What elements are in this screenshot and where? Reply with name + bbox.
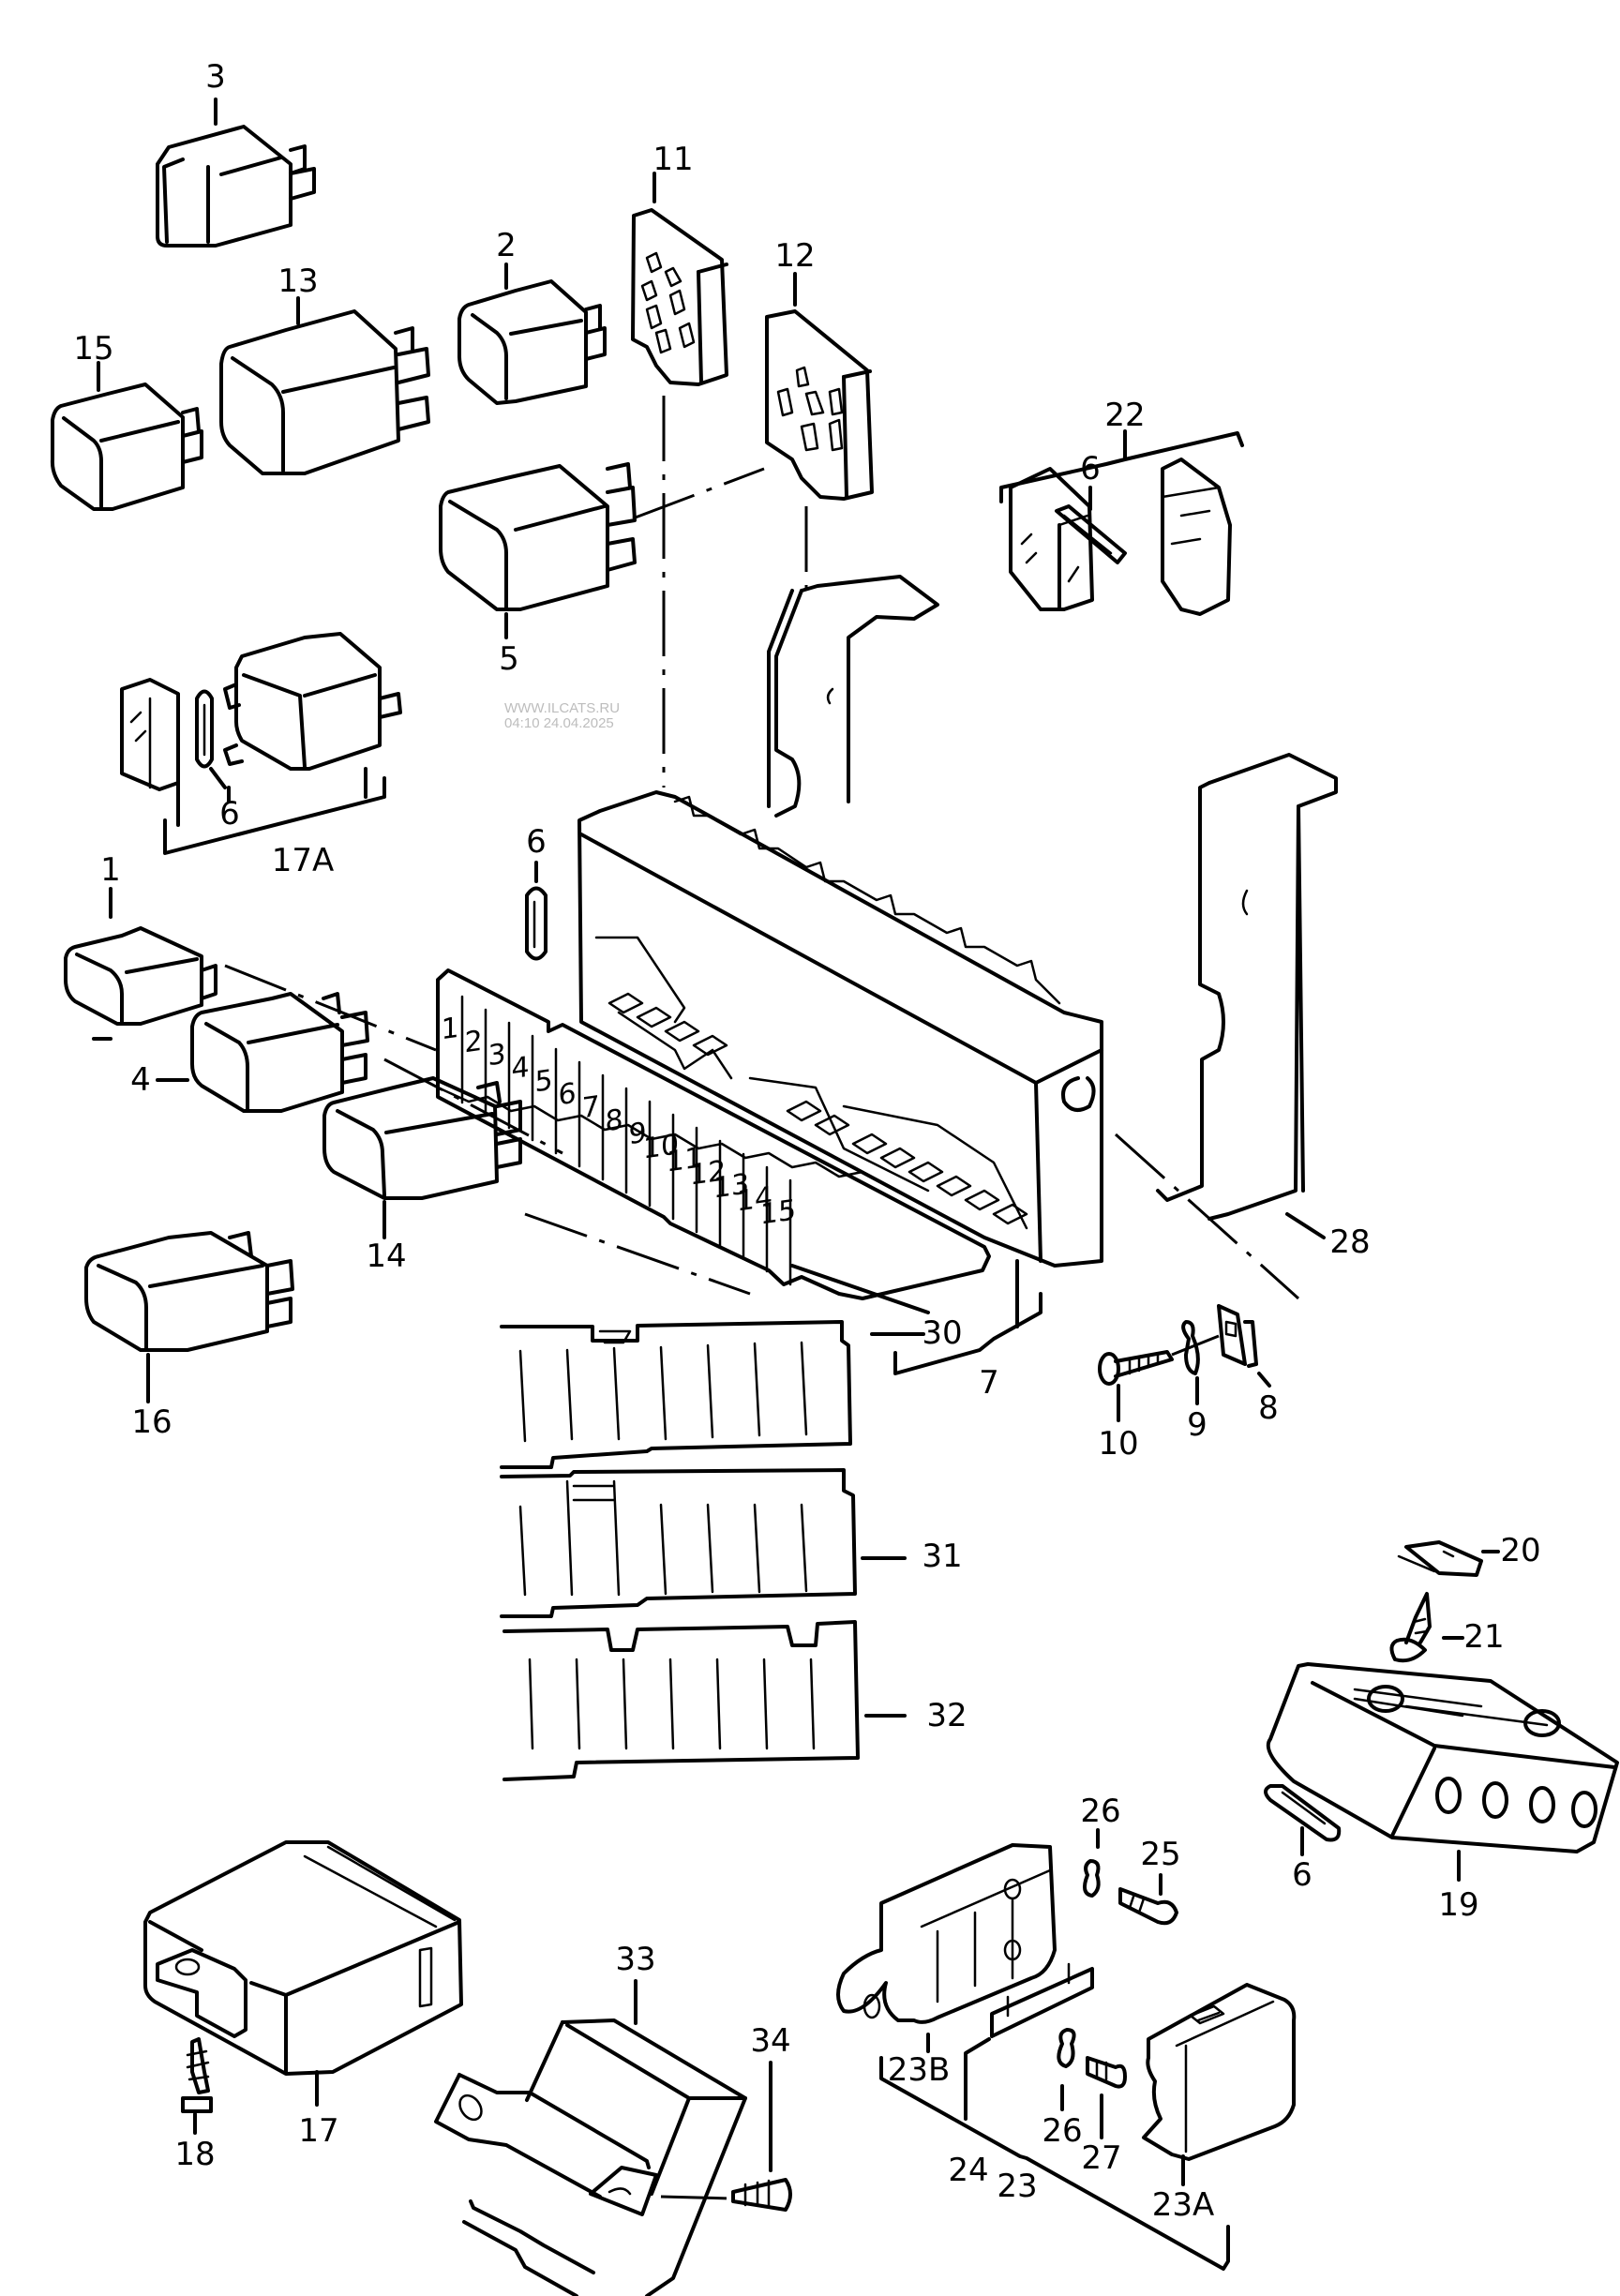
relay-5[interactable] — [439, 462, 637, 611]
mounting-bracket-28[interactable] — [1156, 753, 1338, 1221]
callout-fuse-6-group22[interactable]: 6 — [1080, 450, 1101, 488]
screw-10[interactable] — [1098, 1350, 1174, 1386]
callout-bracket-33[interactable]: 33 — [615, 1941, 656, 1978]
callout-cover-32[interactable]: 32 — [926, 1697, 968, 1734]
callout-relay-16[interactable]: 16 — [131, 1403, 172, 1441]
fuse-slot-number: 15 — [759, 1193, 797, 1232]
callout-cover-31[interactable]: 31 — [922, 1538, 963, 1575]
relay-14[interactable] — [322, 1076, 522, 1200]
screw-27[interactable] — [1086, 2056, 1127, 2089]
relay-1[interactable] — [64, 926, 218, 1026]
callout-socket-11[interactable]: 11 — [652, 141, 694, 178]
cover-23a[interactable] — [1142, 1983, 1297, 2161]
fuse-slot-number: 3 — [488, 1037, 506, 1073]
fuse-slot-number: 6 — [558, 1076, 577, 1113]
callout-relay-2[interactable]: 2 — [496, 227, 517, 264]
callout-relay-4[interactable]: 4 — [130, 1061, 151, 1099]
cover-32[interactable] — [502, 1620, 860, 1781]
screw-21[interactable] — [1389, 1592, 1432, 1663]
relay-2[interactable] — [458, 279, 607, 405]
relay-3[interactable] — [156, 125, 316, 248]
relay-15[interactable] — [50, 383, 203, 511]
fuse-slot-number: 1 — [441, 1011, 459, 1047]
mounting-bracket-upper[interactable] — [767, 575, 939, 818]
fuse-6-center[interactable] — [525, 886, 548, 961]
group-23-bracket — [879, 2056, 1230, 2271]
callout-screw-34[interactable]: 34 — [750, 2022, 791, 2060]
watermark-timestamp: 04:10 24.04.2025 — [504, 715, 614, 731]
relay-16[interactable] — [84, 1231, 294, 1352]
group-7-bracket — [893, 1292, 1042, 1375]
callout-screw-27[interactable]: 27 — [1081, 2139, 1122, 2177]
fuse-holder-23b[interactable] — [836, 1843, 1057, 2024]
cover-30[interactable] — [500, 1320, 852, 1469]
cover-31[interactable] — [500, 1468, 857, 1618]
washer-26-top[interactable] — [1082, 1859, 1101, 1898]
callout-socket-12[interactable]: 12 — [774, 237, 816, 275]
callout-part-24[interactable]: 24 — [948, 2152, 989, 2189]
relay-group-17a[interactable] — [120, 632, 402, 855]
mounting-bracket-33[interactable] — [434, 2018, 747, 2296]
fuse-box[interactable] — [578, 790, 1103, 1268]
spring-clip-8[interactable] — [1217, 1304, 1258, 1368]
screw-25[interactable] — [1118, 1887, 1178, 1926]
callout-strip-30[interactable]: 30 — [922, 1314, 963, 1352]
relay-socket-12[interactable] — [765, 309, 874, 501]
callout-relay-13[interactable]: 13 — [278, 263, 319, 300]
callout-fuse-6-group17a[interactable]: 6 — [219, 795, 240, 833]
callout-fuse-6-center[interactable]: 6 — [526, 823, 547, 861]
fuse-holder-group-22[interactable] — [999, 431, 1244, 616]
clip-nut-20[interactable] — [1397, 1540, 1483, 1577]
contact-strip-24[interactable] — [990, 1962, 1094, 2038]
fuse-6-right[interactable] — [1264, 1784, 1342, 1842]
callout-screw-25[interactable]: 25 — [1140, 1836, 1181, 1873]
control-module-17[interactable] — [143, 1840, 463, 2076]
callout-group-17a[interactable]: 17A — [271, 842, 335, 879]
callout-screw-10[interactable]: 10 — [1098, 1425, 1139, 1463]
washer-9[interactable] — [1181, 1320, 1200, 1375]
callout-holder-19[interactable]: 19 — [1438, 1886, 1479, 1924]
callout-relay-15[interactable]: 15 — [73, 330, 114, 368]
callout-relay-3[interactable]: 3 — [205, 58, 226, 96]
fuse-strip-dashes — [224, 964, 751, 1296]
callout-washer-26-top[interactable]: 26 — [1080, 1793, 1121, 1830]
relay-4[interactable] — [190, 992, 369, 1113]
callout-bracket-28[interactable]: 28 — [1329, 1223, 1371, 1261]
callout-relay-5[interactable]: 5 — [499, 640, 519, 678]
callout-screw-21[interactable]: 21 — [1463, 1618, 1505, 1656]
watermark-site: WWW.ILCATS.RU — [504, 700, 621, 716]
fuse-slot-number: 7 — [581, 1089, 600, 1126]
callout-group-22[interactable]: 22 — [1104, 397, 1146, 434]
callout-part-23a[interactable]: 23A — [1151, 2186, 1215, 2224]
callout-washer-26-bottom[interactable]: 26 — [1042, 2112, 1083, 2150]
callout-clip-8[interactable]: 8 — [1258, 1389, 1279, 1427]
callout-relay-14[interactable]: 14 — [366, 1238, 407, 1275]
callout-screw-18[interactable]: 18 — [174, 2136, 216, 2173]
washer-26-bottom[interactable] — [1057, 2028, 1076, 2068]
fuse-strip[interactable] — [436, 968, 991, 1300]
fuse-slot-number: 2 — [464, 1024, 483, 1060]
screw-18[interactable] — [181, 2037, 213, 2113]
screw-34[interactable] — [731, 2178, 792, 2212]
callout-washer-9[interactable]: 9 — [1187, 1406, 1208, 1444]
callout-relay-1[interactable]: 1 — [100, 851, 121, 889]
callout-fuse-6-right[interactable]: 6 — [1292, 1856, 1312, 1894]
fuse-holder-19[interactable] — [1266, 1662, 1619, 1853]
callout-part-23b[interactable]: 23B — [887, 2051, 951, 2089]
relay-13[interactable] — [219, 309, 430, 475]
callout-module-17[interactable]: 17 — [298, 2112, 339, 2150]
callout-clipnut-20[interactable]: 20 — [1500, 1532, 1541, 1569]
callout-group-23[interactable]: 23 — [997, 2168, 1038, 2205]
callout-group-7[interactable]: 7 — [979, 1364, 999, 1402]
fuse-slot-number: 5 — [534, 1063, 553, 1100]
fuse-slot-number: 8 — [605, 1103, 623, 1139]
relay-socket-11[interactable] — [631, 208, 728, 386]
fuse-slot-number: 4 — [511, 1050, 530, 1087]
watermark: WWW.ILCATS.RU 04:10 24.04.2025 — [504, 701, 620, 731]
